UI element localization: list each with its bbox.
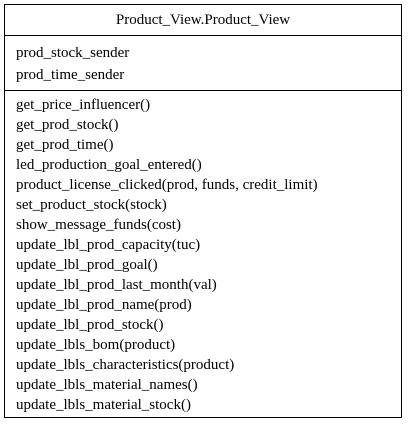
method-update-lbl-prod-name: update_lbl_prod_name(prod): [16, 297, 192, 313]
method-update-lbls-bom: update_lbls_bom(product): [16, 337, 176, 353]
method-update-lbl-prod-capacity: update_lbl_prod_capacity(tuc): [16, 237, 201, 253]
method-show-message-funds: show_message_funds(cost): [16, 217, 181, 233]
methods-compartment: get_price_influencer() get_prod_stock() …: [5, 91, 401, 415]
method-update-lbl-prod-last-month: update_lbl_prod_last_month(val): [16, 277, 217, 293]
method-update-lbls-characteristics: update_lbls_characteristics(product): [16, 357, 235, 373]
method-set-product-stock: set_product_stock(stock): [16, 197, 167, 213]
method-update-lbl-prod-goal: update_lbl_prod_goal(): [16, 257, 158, 273]
method-get-price-influencer: get_price_influencer(): [16, 97, 151, 113]
method-get-prod-time: get_prod_time(): [16, 137, 114, 153]
attributes-compartment: prod_stock_sender prod_time_sender: [5, 36, 401, 91]
class-name: Product_View.Product_View: [5, 5, 401, 36]
method-product-license-clicked: product_license_clicked(prod, funds, cre…: [16, 177, 318, 193]
method-update-lbl-prod-stock: update_lbl_prod_stock(): [16, 317, 164, 333]
attribute-prod-stock-sender: prod_stock_sender: [16, 45, 130, 61]
method-get-prod-stock: get_prod_stock(): [16, 117, 119, 133]
method-update-lbls-material-stock: update_lbls_material_stock(): [16, 397, 191, 413]
uml-class-box: Product_View.Product_View prod_stock_sen…: [4, 4, 402, 418]
attribute-prod-time-sender: prod_time_sender: [16, 67, 125, 83]
method-led-production-goal-entered: led_production_goal_entered(): [16, 157, 202, 173]
method-update-lbls-material-names: update_lbls_material_names(): [16, 377, 198, 393]
